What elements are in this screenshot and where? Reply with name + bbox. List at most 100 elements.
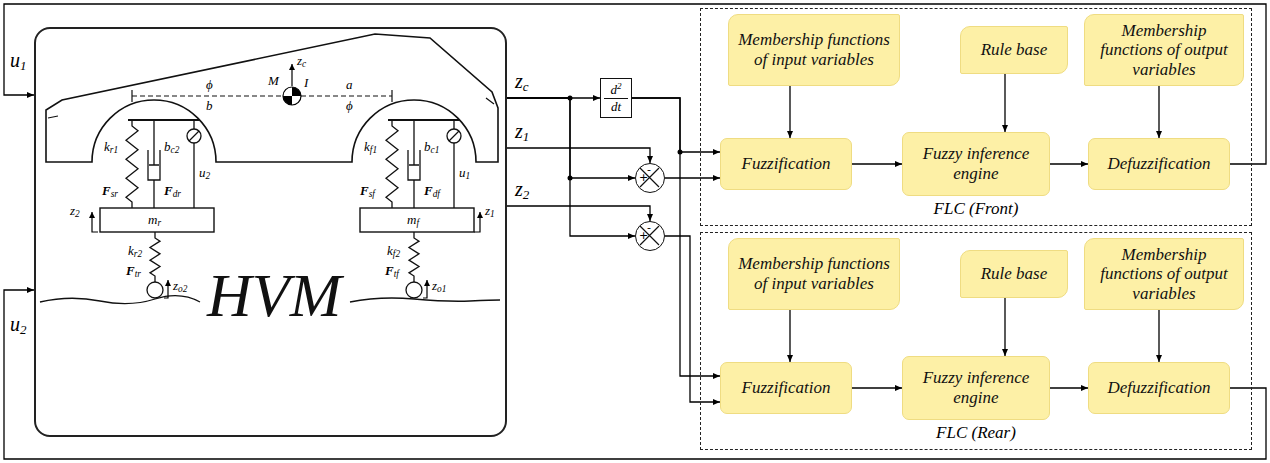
node-label: Membership functions of output variables <box>1093 245 1235 304</box>
signal-line <box>507 98 635 178</box>
part-label: Fdr <box>164 184 181 197</box>
signal-line <box>1050 387 1088 388</box>
spring-symbol <box>126 120 419 282</box>
part-label: zc <box>297 54 306 67</box>
tire-contact <box>147 282 163 298</box>
node-label: - <box>647 222 651 233</box>
node-label: Fuzzification <box>742 378 831 398</box>
node-label: Membership functions of output variables <box>1093 21 1235 80</box>
node-label: Fuzzy inference engine <box>911 368 1041 407</box>
part-label: ϕ <box>346 99 353 112</box>
car-body <box>46 34 498 162</box>
node-label: dt <box>611 100 621 114</box>
fraction-bar <box>604 98 627 99</box>
heave-arrow <box>291 64 292 86</box>
defuzzification-box: Defuzzification <box>1088 362 1230 414</box>
signal-line <box>665 177 720 178</box>
part-label: ϕ <box>206 78 213 91</box>
node-label: + <box>639 230 648 241</box>
signal-line <box>1004 298 1005 356</box>
input-membership-box: Membership functions of input variables <box>728 238 900 310</box>
signal-line <box>507 98 635 236</box>
node-label: Rule base <box>981 40 1048 60</box>
node-label: Fuzzification <box>742 154 831 174</box>
signal-line <box>1158 86 1159 138</box>
damper-symbol <box>148 120 420 208</box>
body-detail <box>48 98 494 118</box>
spring-symbol <box>409 232 419 282</box>
signal-line <box>4 290 1266 459</box>
spring-symbol <box>150 232 160 282</box>
vehicle-model-box: HVM <box>34 27 507 437</box>
part-label: b <box>206 99 213 112</box>
node-label: + <box>639 172 648 183</box>
part-label: kr2 <box>128 244 142 257</box>
node-label: Defuzzification <box>1108 378 1211 398</box>
signal-line <box>1050 163 1088 164</box>
signal-label: zc <box>515 71 529 91</box>
summing-junction: +- <box>635 221 665 251</box>
node-label: Rule base <box>981 264 1048 284</box>
part-label: u1 <box>459 166 470 179</box>
signal-line <box>507 148 650 163</box>
part-label: Ftf <box>385 264 399 277</box>
axle-tick <box>132 90 392 102</box>
node-label: d2 <box>610 83 621 97</box>
inference-engine-box: Fuzzy inference engine <box>902 132 1050 196</box>
tire-contact <box>406 282 422 298</box>
signal-line <box>1004 74 1005 132</box>
node-label: FLC (Front) <box>701 200 1251 219</box>
inference-engine-box: Fuzzy inference engine <box>902 356 1050 420</box>
part-label: kr1 <box>104 140 118 153</box>
rule-base-box: Rule base <box>960 26 1068 74</box>
node-label: FLC (Rear) <box>701 424 1251 443</box>
spring-symbol <box>126 120 138 208</box>
node-label: Membership functions of input variables <box>737 30 891 69</box>
signal-label: z1 <box>515 121 529 141</box>
part-label: Fsf <box>360 184 375 197</box>
signal-line <box>632 98 720 152</box>
node-label: Membership functions of input variables <box>737 254 891 293</box>
spring-symbol <box>386 120 398 208</box>
signal-line <box>665 236 720 402</box>
part-label: mf <box>407 213 419 226</box>
unsprung-mass <box>360 208 474 232</box>
node-label: Defuzzification <box>1108 154 1211 174</box>
signal-label: z2 <box>515 179 529 199</box>
node-label: Fuzzy inference engine <box>911 144 1041 183</box>
part-label: z2 <box>70 204 80 217</box>
signal-line <box>789 86 790 138</box>
part-label: bc2 <box>164 140 179 153</box>
part-label: M <box>268 74 279 87</box>
signal-line <box>852 387 902 388</box>
part-label: zo2 <box>173 279 187 292</box>
signal-line <box>789 310 790 362</box>
part-label: Fsr <box>102 184 118 197</box>
part-label: Fdf <box>424 184 440 197</box>
part-label: Ftr <box>126 264 141 277</box>
node-label: - <box>647 164 651 175</box>
controller-boundary: FLC (Rear) Membership functions of input … <box>700 232 1252 450</box>
unsprung-mass <box>100 208 214 232</box>
part-label: mr <box>148 213 161 226</box>
controller-boundary: FLC (Front) Membership functions of input… <box>700 8 1252 226</box>
mount-bar <box>128 119 460 121</box>
wheelbase-line <box>132 95 392 96</box>
part-label: zo1 <box>432 279 446 292</box>
rule-base-box: Rule base <box>960 250 1068 298</box>
fuzzification-box: Fuzzification <box>720 138 852 190</box>
signal-line <box>632 98 720 376</box>
signal-label: u1 <box>10 50 27 70</box>
derivative-block: d2 dt <box>600 78 632 118</box>
signal-line <box>852 163 902 164</box>
summing-junction: +- <box>635 163 665 193</box>
signal-line <box>507 206 650 221</box>
signal-line <box>1158 310 1159 362</box>
output-membership-box: Membership functions of output variables <box>1084 14 1244 86</box>
part-label: u2 <box>199 166 210 179</box>
part-label: z1 <box>485 204 495 217</box>
signal-label: u2 <box>10 314 27 334</box>
part-label: bc1 <box>424 140 439 153</box>
center-of-gravity <box>283 87 301 105</box>
input-membership-box: Membership functions of input variables <box>728 14 900 86</box>
